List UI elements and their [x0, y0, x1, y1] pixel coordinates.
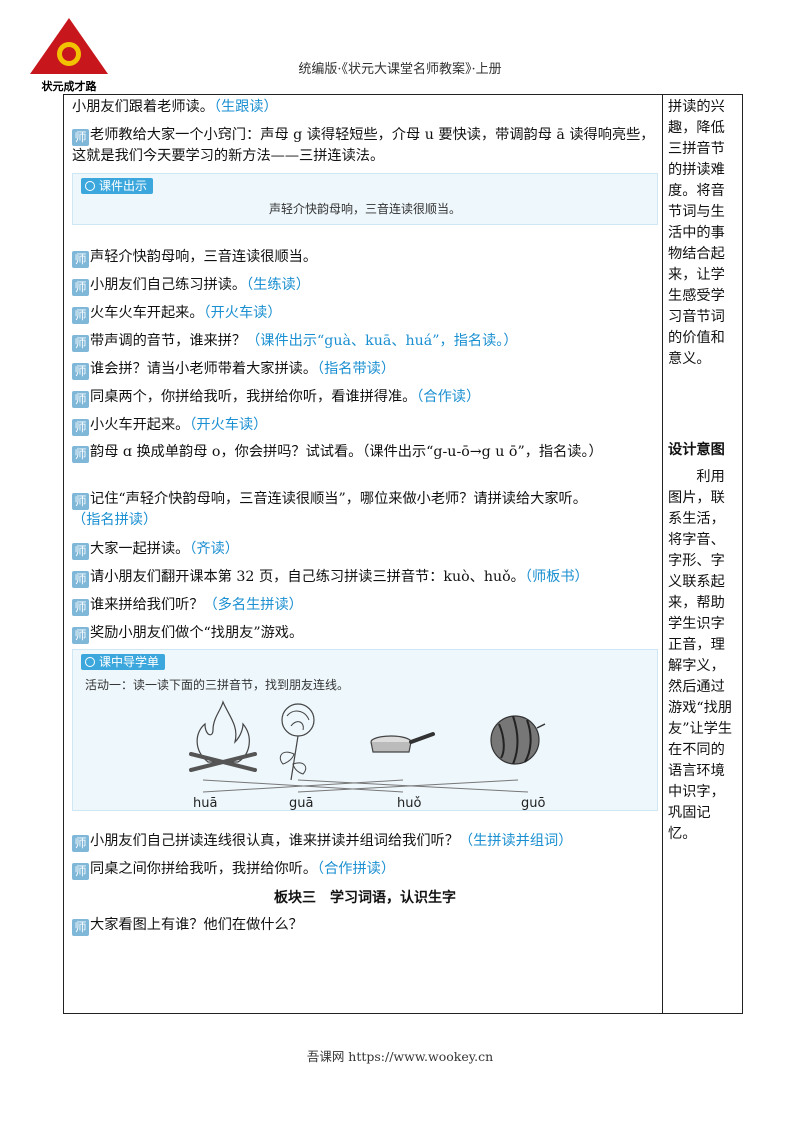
lesson-line-6: 师带声调的音节，谁来拼？（课件出示“guà、kuā、huá”，指名读。） — [72, 331, 658, 352]
logo-text: 状元成才路 — [42, 79, 98, 93]
worksheet-label: 课中导学单 — [81, 654, 166, 670]
pan-picture — [370, 732, 435, 753]
lesson-line-18: 师大家看图上有谁？他们在做什么？ — [72, 915, 658, 936]
lesson-line-12: 师大家一起拼读。（齐读） — [72, 539, 658, 560]
teacher-icon: 师 — [72, 627, 89, 644]
publisher-logo: 状元成才路 — [24, 14, 114, 94]
teacher-icon: 师 — [72, 307, 89, 324]
teacher-icon: 师 — [72, 835, 89, 852]
pinyin-label-3: huǒ — [397, 796, 421, 810]
teacher-icon: 师 — [72, 363, 89, 380]
lesson-table: 小朋友们跟着老师读。（生跟读） 师老师教给大家一个小窍门：声母 g 读得轻短些，… — [63, 94, 743, 1014]
teacher-icon: 师 — [72, 543, 89, 560]
watermelon-picture — [490, 715, 546, 765]
lesson-line-2: 师老师教给大家一个小窍门：声母 g 读得轻短些，介母 u 要快读，带调韵母 ā … — [72, 127, 655, 164]
lesson-line-10: 师韵母 ɑ 换成单韵母 o，你会拼吗？试试看。（课件出示“g-u-ō→g u ō… — [72, 442, 658, 463]
teacher-icon: 师 — [72, 493, 89, 510]
design-note-2: 利用图片，联系生活，将字音、字形、字义联系起来，帮助学生识字正音，理解字义，然后… — [668, 469, 733, 842]
column-divider — [662, 95, 663, 1013]
worksheet-box: 课中导学单 活动一：读一读下面的三拼音节，找到朋友连线。 — [72, 649, 658, 811]
matching-lines — [202, 779, 529, 793]
lesson-line-7: 师谁会拼？请当小老师带着大家拼读。（指名带读） — [72, 359, 658, 380]
lesson-line-1: 小朋友们跟着老师读。（生跟读） — [72, 99, 278, 115]
lesson-line-16: 师小朋友们自己拼读连线很认真，谁来拼读并组词给我们听？（生拼读并组词） — [72, 831, 658, 852]
teacher-icon: 师 — [72, 599, 89, 616]
courseware-label: 课件出示 — [81, 178, 154, 194]
worksheet-instruction: 活动一：读一读下面的三拼音节，找到朋友连线。 — [85, 678, 350, 692]
courseware-box: 课件出示 声轻介快韵母响，三音连读很顺当。 — [72, 173, 658, 225]
lesson-line-8: 师同桌两个，你拼给我听，我拼给你听，看谁拼得准。（合作读） — [72, 387, 658, 408]
lesson-line-11: 师记住“声轻介快韵母响，三音连读很顺当”，哪位来做小老师？请拼读给大家听。（指名… — [72, 491, 587, 528]
section-title: 板块三 学习词语，认识生字 — [274, 890, 456, 906]
design-intent-heading: 设计意图 — [668, 442, 725, 458]
teacher-icon: 师 — [72, 571, 89, 588]
design-note-1: 拼读的兴趣，降低三拼音节的拼读难度。将音节词与生活中的事物结合起来，让学生感受学… — [668, 99, 725, 367]
lesson-line-13: 师请小朋友们翻开课本第 32 页，自己练习拼读三拼音节：kuò、huǒ。（师板书… — [72, 567, 658, 588]
lesson-line-3: 师声轻介快韵母响，三音连读很顺当。 — [72, 247, 658, 268]
lesson-line-17: 师同桌之间你拼给我听，我拼给你听。（合作拼读） — [72, 859, 658, 880]
teacher-icon: 师 — [72, 129, 89, 146]
lesson-line-9: 师小火车开起来。（开火车读） — [72, 415, 658, 436]
footer-text: 吾课网 https://www.wookey.cn — [306, 1049, 494, 1064]
teacher-icon: 师 — [72, 863, 89, 880]
pinyin-label-4: guō — [521, 796, 545, 810]
lesson-line-15: 师奖励小朋友们做个“找朋友”游戏。 — [72, 623, 658, 644]
flower-picture — [279, 703, 315, 781]
pinyin-label-1: huā — [193, 796, 217, 810]
teacher-icon: 师 — [72, 446, 89, 463]
teacher-icon: 师 — [72, 251, 89, 268]
teacher-icon: 师 — [72, 391, 89, 408]
pinyin-label-2: guā — [289, 796, 313, 810]
header-title: 统编版·《状元大课堂名师教案》·上册 — [298, 62, 502, 77]
lesson-line-4: 师小朋友们自己练习拼读。（生练读） — [72, 275, 658, 296]
design-notes-column: 拼读的兴趣，降低三拼音节的拼读难度。将音节词与生活中的事物结合起来，让学生感受学… — [668, 97, 738, 845]
teacher-icon: 师 — [72, 419, 89, 436]
matching-exercise: huā guā huǒ guō — [189, 700, 546, 810]
teacher-icon: 师 — [72, 335, 89, 352]
teacher-icon: 师 — [72, 919, 89, 936]
teacher-icon: 师 — [72, 279, 89, 296]
lesson-line-14: 师谁来拼给我们听？（多名生拼读） — [72, 595, 658, 616]
lesson-line-5: 师火车火车开起来。（开火车读） — [72, 303, 658, 324]
fire-picture — [189, 700, 257, 772]
courseware-text: 声轻介快韵母响，三音连读很顺当。 — [268, 202, 461, 216]
activity-hint: （生跟读） — [213, 99, 278, 115]
